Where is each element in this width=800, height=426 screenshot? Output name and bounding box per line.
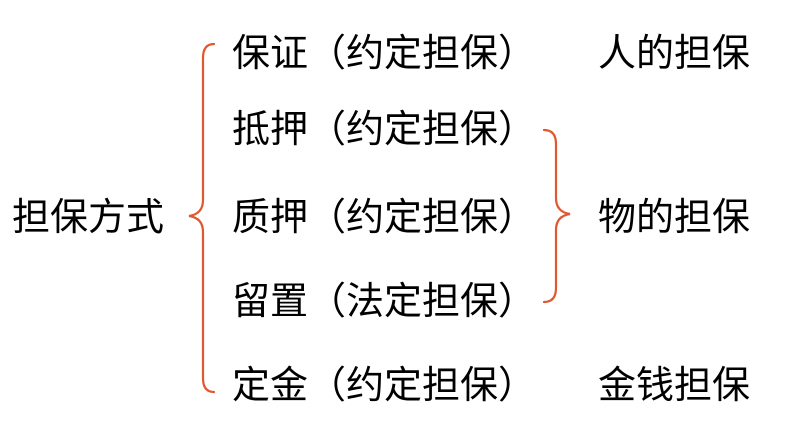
item-mortgage: 抵押（约定担保） <box>232 107 537 151</box>
category-property-security: 物的担保 <box>598 195 751 239</box>
item-pledge: 质押（约定担保） <box>232 195 537 239</box>
right-curly-brace <box>542 128 571 304</box>
item-deposit: 定金（约定担保） <box>232 363 537 407</box>
left-curly-brace <box>188 42 216 394</box>
item-lien: 留置（法定担保） <box>232 279 537 323</box>
root-label: 担保方式 <box>12 195 165 239</box>
item-guarantee: 保证（约定担保） <box>232 31 537 75</box>
category-personal-security: 人的担保 <box>598 31 751 75</box>
category-money-security: 金钱担保 <box>598 363 751 407</box>
